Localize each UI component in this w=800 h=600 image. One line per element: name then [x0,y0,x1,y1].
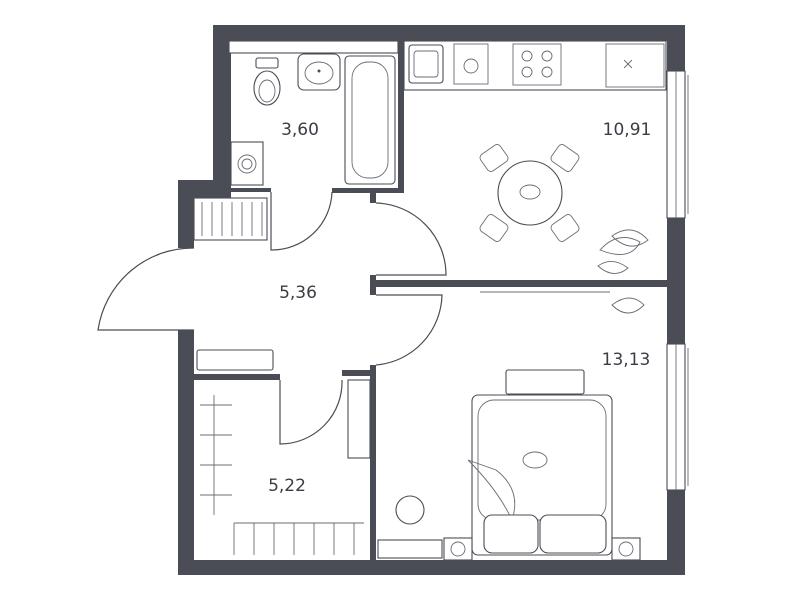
wardrobe-area-label: 5,22 [268,476,306,496]
walls [178,25,685,575]
bedroom-furniture [377,291,645,561]
bathroom-area-label: 3,60 [281,120,319,140]
bedroom-area-label: 13,13 [602,350,651,370]
hallway-furniture [97,191,447,445]
area-labels: 3,60 10,91 5,36 13,13 5,22 [268,120,651,496]
windows [666,70,689,491]
bathroom-fixtures [228,40,399,186]
kitchen-living-area-label: 10,91 [603,120,652,140]
kitchen-furniture [403,40,667,274]
hallway-area-label: 5,36 [279,283,317,303]
wardrobe-furniture [200,379,371,555]
